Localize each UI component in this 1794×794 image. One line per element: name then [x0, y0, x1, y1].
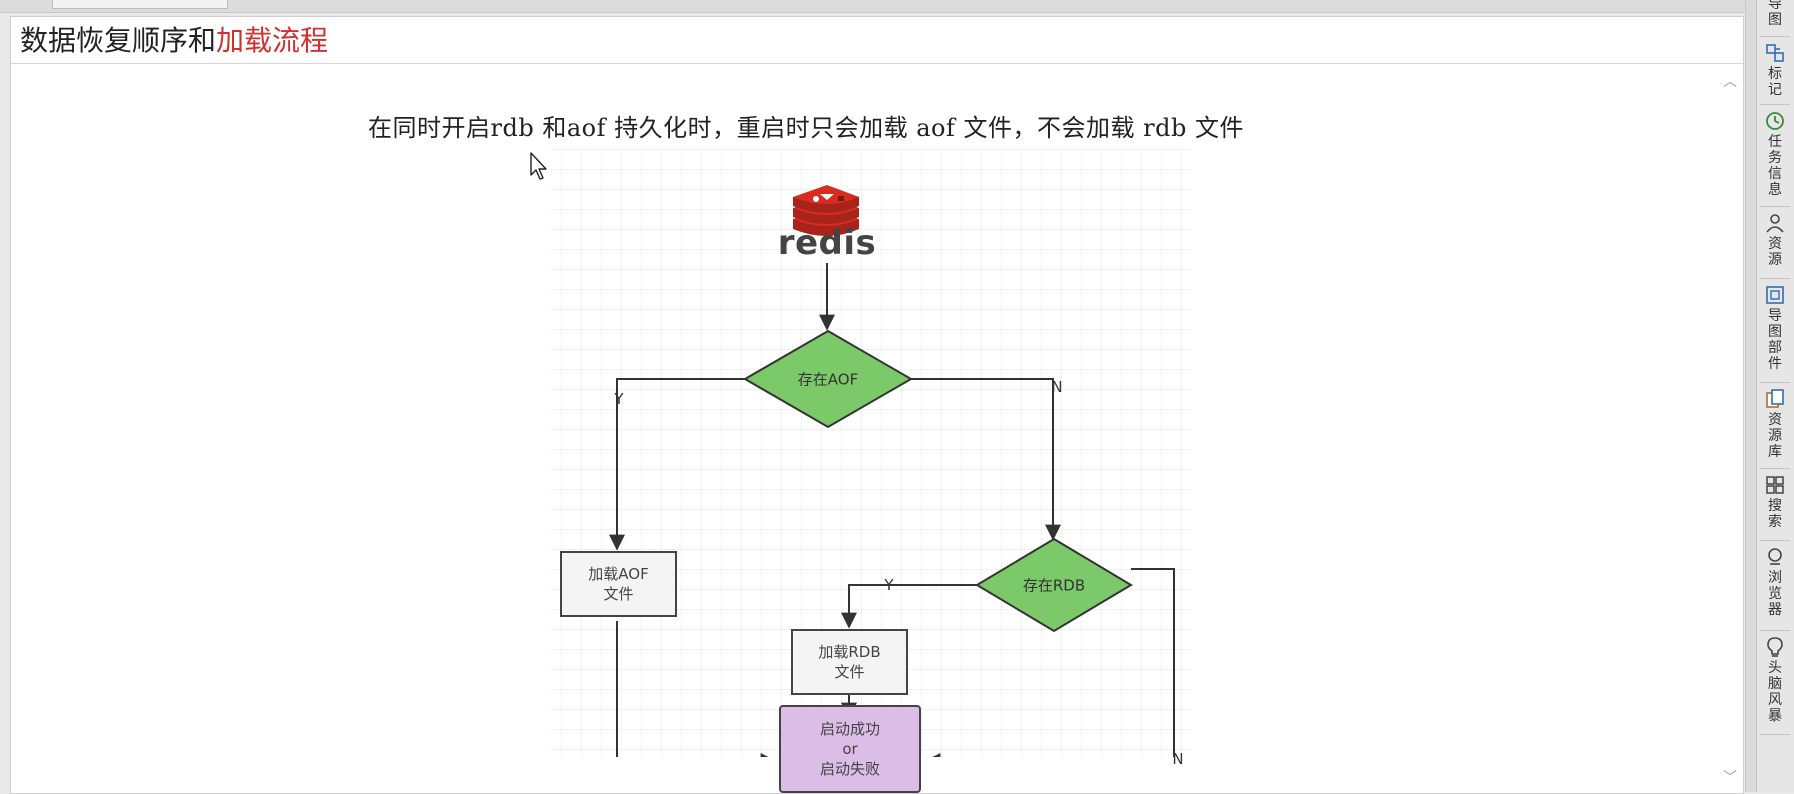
sidebar-divider: [1760, 630, 1790, 631]
flowchart: redis 存在AOF 存在RDB Y N Y N 加载AOF 文件 加载RDB…: [541, 149, 1201, 793]
aof-yes-label: Y: [614, 390, 624, 408]
sidebar-divider: [1760, 36, 1790, 37]
load-aof-line1: 加载AOF: [588, 565, 649, 583]
widget-icon: [1766, 286, 1784, 304]
sidebar-item-library[interactable]: 资源库: [1760, 388, 1790, 460]
sidebar-item-browser-label: 浏览器: [1768, 570, 1782, 618]
sidebar-divider: [1760, 278, 1790, 279]
redis-logo-icon: [793, 185, 859, 236]
sidebar-divider: [1760, 540, 1790, 541]
sidebar-item-search[interactable]: 搜索: [1760, 474, 1790, 530]
scroll-down-icon[interactable]: ﹀: [1723, 770, 1737, 786]
sidebar-item-brainstorm-label: 头脑风暴: [1768, 660, 1782, 724]
search-icon: [1766, 476, 1784, 494]
note-title-accent: 加载流程: [216, 24, 329, 57]
lightbulb-icon: [1767, 637, 1783, 657]
mouse-cursor-icon: [530, 152, 547, 180]
note-panel: 数据恢复顺序和加载流程 在同时开启rdb 和aof 持久化时，重启时只会加载 a…: [10, 16, 1744, 794]
note-content: 在同时开启rdb 和aof 持久化时，重启时只会加载 aof 文件，不会加载 r…: [11, 65, 1743, 793]
sidebar-item-browser[interactable]: 浏览器: [1760, 546, 1790, 618]
sidebar-item-resource-label: 资源: [1768, 236, 1782, 268]
vertical-scrollbar[interactable]: ︿ ﹀: [1717, 65, 1743, 793]
sidebar-item-widget-label: 导图部件: [1768, 308, 1782, 372]
result-line2: or: [842, 740, 858, 758]
sidebar-item-map[interactable]: 导图: [1760, 0, 1790, 28]
user-icon: [1766, 214, 1784, 233]
aof-no-label: N: [1051, 378, 1063, 396]
browser-icon: [1768, 548, 1782, 565]
aof-decision-diamond: [743, 329, 913, 429]
load-rdb-line2: 文件: [834, 663, 865, 681]
sidebar-item-task-label: 任务信息: [1768, 134, 1782, 198]
result-line3: 启动失败: [819, 760, 880, 778]
sidebar-item-search-label: 搜索: [1768, 498, 1782, 530]
sidebar-divider: [1760, 104, 1790, 105]
library-icon: [1766, 389, 1784, 408]
result-line1: 启动成功: [819, 720, 880, 738]
sidebar-item-brainstorm[interactable]: 头脑风暴: [1760, 636, 1790, 724]
right-sidebar: 导图 标记 任务信息 资源 导图部件: [1745, 0, 1794, 792]
note-subtitle: 在同时开启rdb 和aof 持久化时，重启时只会加载 aof 文件，不会加载 r…: [368, 114, 1244, 142]
flowchart-svg: [551, 149, 1191, 757]
task-icon: [1766, 112, 1784, 130]
load-rdb-box: 加载RDB 文件: [791, 629, 908, 695]
top-tab-strip: [0, 0, 1745, 13]
sidebar-item-widget[interactable]: 导图部件: [1760, 284, 1790, 372]
sidebar-divider: [1760, 206, 1790, 207]
scroll-up-icon[interactable]: ︿: [1723, 74, 1737, 90]
rdb-decision-label: 存在RDB: [1022, 576, 1086, 595]
sidebar-item-resource[interactable]: 资源: [1760, 212, 1790, 268]
rdb-no-label: N: [1172, 750, 1184, 768]
sidebar-divider: [1760, 468, 1790, 469]
flowchart-connectors: [609, 263, 1175, 757]
sidebar-scroll-track[interactable]: [1746, 0, 1757, 792]
rdb-decision-diamond: [975, 537, 1133, 633]
rdb-yes-label: Y: [884, 576, 894, 594]
redis-logo-text: redis: [777, 223, 877, 263]
sidebar-divider: [1760, 382, 1790, 383]
sidebar-item-library-label: 资源库: [1768, 412, 1782, 460]
note-title: 数据恢复顺序和加载流程: [11, 17, 1743, 64]
load-aof-box: 加载AOF 文件: [560, 551, 677, 617]
document-tab[interactable]: [52, 0, 228, 9]
startup-result-box: 启动成功 or 启动失败: [779, 705, 921, 793]
aof-decision-label: 存在AOF: [797, 370, 859, 389]
marker-icon: [1766, 44, 1784, 62]
note-title-plain: 数据恢复顺序和: [20, 24, 217, 57]
sidebar-divider: [1760, 734, 1790, 735]
sidebar-item-marker[interactable]: 标记: [1760, 42, 1790, 98]
load-aof-line2: 文件: [603, 585, 634, 603]
sidebar-item-map-label: 导图: [1768, 0, 1782, 28]
sidebar-item-marker-label: 标记: [1768, 66, 1782, 98]
load-rdb-line1: 加载RDB: [818, 643, 881, 661]
sidebar-item-task[interactable]: 任务信息: [1760, 110, 1790, 198]
